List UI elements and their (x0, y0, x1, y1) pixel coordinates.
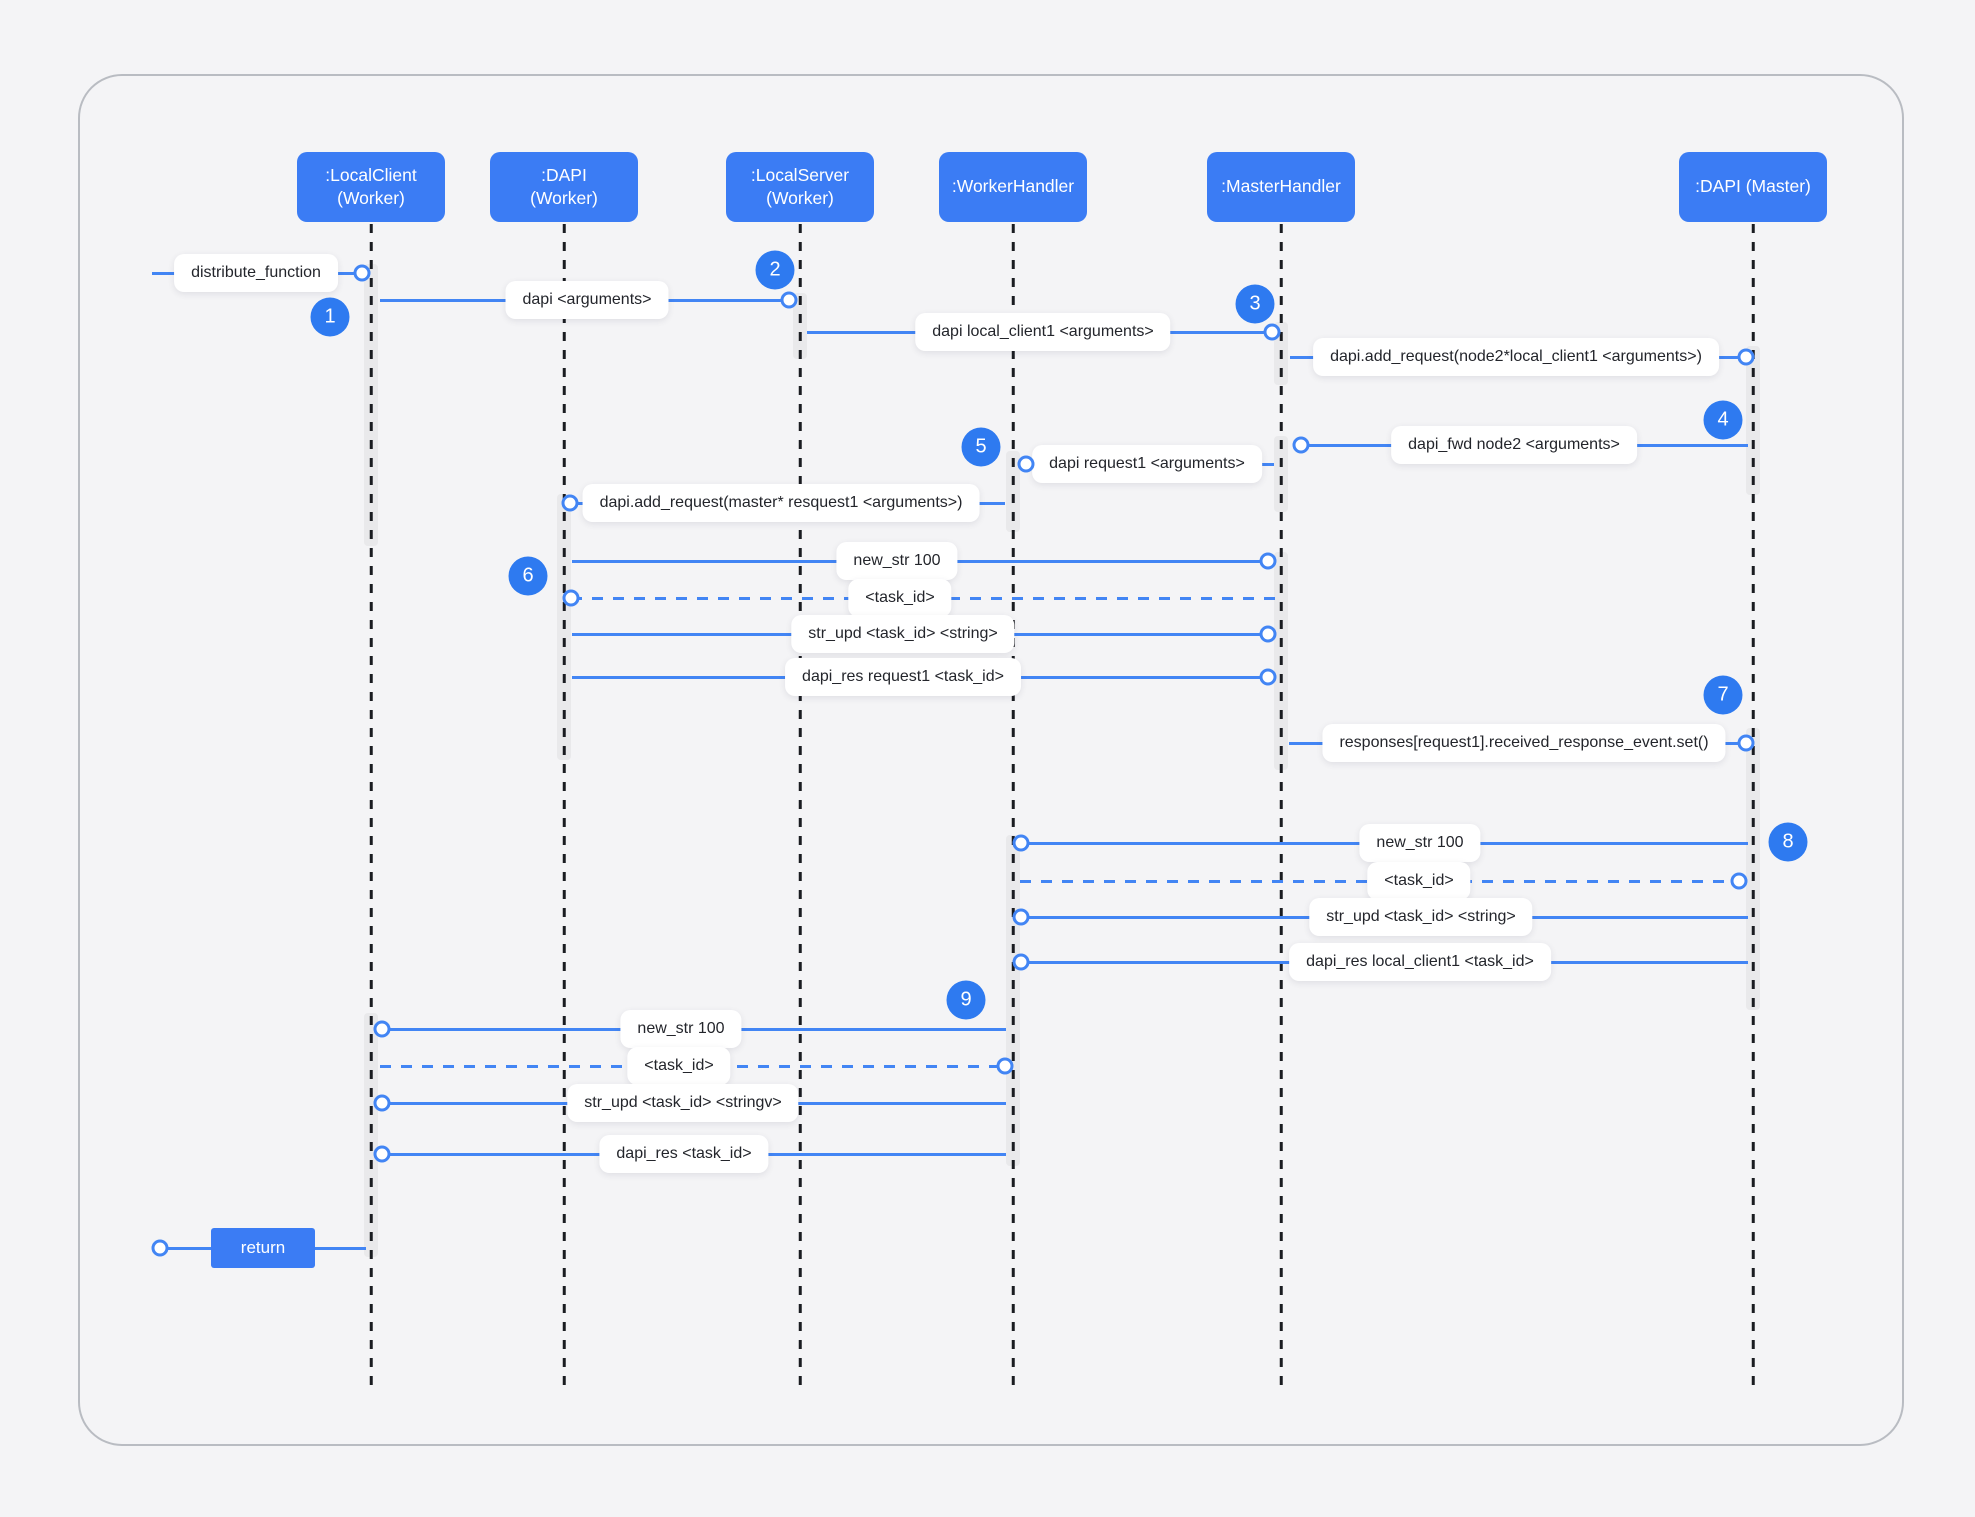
step-badge-5: 5 (961, 427, 1001, 467)
actor-label-localserver-worker: :LocalServer (Worker) (750, 164, 850, 208)
step-badge-3: 3 (1235, 284, 1275, 324)
message-label: new_str 100 (1359, 824, 1481, 862)
actor-label-localclient-worker: :LocalClient (Worker) (325, 164, 417, 208)
actor-box-masterhandler: :MasterHandler (1207, 152, 1355, 222)
message-endpoint-circle (373, 1094, 391, 1112)
message-label: return (211, 1228, 315, 1268)
message-label: str_upd <task_id> <string> (791, 615, 1015, 653)
actor-box-dapi-master: :DAPI (Master) (1679, 152, 1827, 222)
message-endpoint-circle (1737, 734, 1755, 752)
step-badge-6: 6 (508, 556, 548, 596)
step-badge-9: 9 (946, 980, 986, 1020)
message-label: dapi_res request1 <task_id> (785, 658, 1021, 696)
message-endpoint-circle (1292, 436, 1310, 454)
message-endpoint-circle (1017, 455, 1035, 473)
message-endpoint-circle (1263, 323, 1281, 341)
lifeline-workerhandler (1011, 224, 1015, 1388)
actor-label-workerhandler: :WorkerHandler (951, 176, 1075, 197)
actor-box-localserver-worker: :LocalServer (Worker) (726, 152, 874, 222)
message-label: new_str 100 (620, 1010, 742, 1048)
message-label: dapi local_client1 <arguments> (915, 313, 1171, 351)
message-endpoint-circle (780, 291, 798, 309)
message-endpoint-circle (373, 1020, 391, 1038)
lifeline-localclient-worker (369, 224, 373, 1388)
message-label: <task_id> (627, 1047, 731, 1085)
message-label: dapi request1 <arguments> (1032, 445, 1262, 483)
message-label: dapi_fwd node2 <arguments> (1391, 426, 1637, 464)
message-label: dapi.add_request(master* resquest1 <argu… (582, 484, 980, 522)
message-label: <task_id> (848, 579, 952, 617)
lifeline-dapi-master (1751, 224, 1755, 1388)
message-label: dapi_res local_client1 <task_id> (1289, 943, 1551, 981)
message-endpoint-circle (1259, 625, 1277, 643)
message-label: distribute_function (174, 254, 338, 292)
step-badge-7: 7 (1703, 675, 1743, 715)
lifeline-masterhandler (1279, 224, 1283, 1388)
message-endpoint-circle (996, 1057, 1014, 1075)
message-label: dapi_res <task_id> (599, 1135, 769, 1173)
actor-box-workerhandler: :WorkerHandler (939, 152, 1087, 222)
message-endpoint-circle (1730, 872, 1748, 890)
message-label: str_upd <task_id> <stringv> (567, 1084, 799, 1122)
actor-box-dapi-worker: :DAPI (Worker) (490, 152, 638, 222)
message-label: str_upd <task_id> <string> (1309, 898, 1533, 936)
step-badge-8: 8 (1768, 822, 1808, 862)
step-badge-1: 1 (310, 297, 350, 337)
message-endpoint-circle (353, 264, 371, 282)
message-label: new_str 100 (836, 542, 958, 580)
lifeline-localserver-worker (798, 224, 802, 1388)
message-endpoint-circle (151, 1239, 169, 1257)
actor-box-localclient-worker: :LocalClient (Worker) (297, 152, 445, 222)
message-label: <task_id> (1367, 862, 1471, 900)
step-badge-2: 2 (755, 250, 795, 290)
message-endpoint-circle (1012, 908, 1030, 926)
actor-label-masterhandler: :MasterHandler (1221, 176, 1341, 197)
message-endpoint-circle (373, 1145, 391, 1163)
step-badge-4: 4 (1703, 400, 1743, 440)
diagram-frame-border (78, 74, 1904, 1446)
message-label: responses[request1].received_response_ev… (1322, 724, 1726, 762)
message-label: dapi <arguments> (505, 281, 669, 319)
message-endpoint-circle (1259, 552, 1277, 570)
message-endpoint-circle (1737, 348, 1755, 366)
actor-label-dapi-master: :DAPI (Master) (1695, 176, 1811, 197)
message-endpoint-circle (1012, 953, 1030, 971)
lifeline-dapi-worker (562, 224, 566, 1388)
actor-label-dapi-worker: :DAPI (Worker) (530, 164, 598, 208)
message-endpoint-circle (561, 494, 579, 512)
message-label: dapi.add_request(node2*local_client1 <ar… (1313, 338, 1719, 376)
message-endpoint-circle (1012, 834, 1030, 852)
message-endpoint-circle (1259, 668, 1277, 686)
message-endpoint-circle (562, 589, 580, 607)
